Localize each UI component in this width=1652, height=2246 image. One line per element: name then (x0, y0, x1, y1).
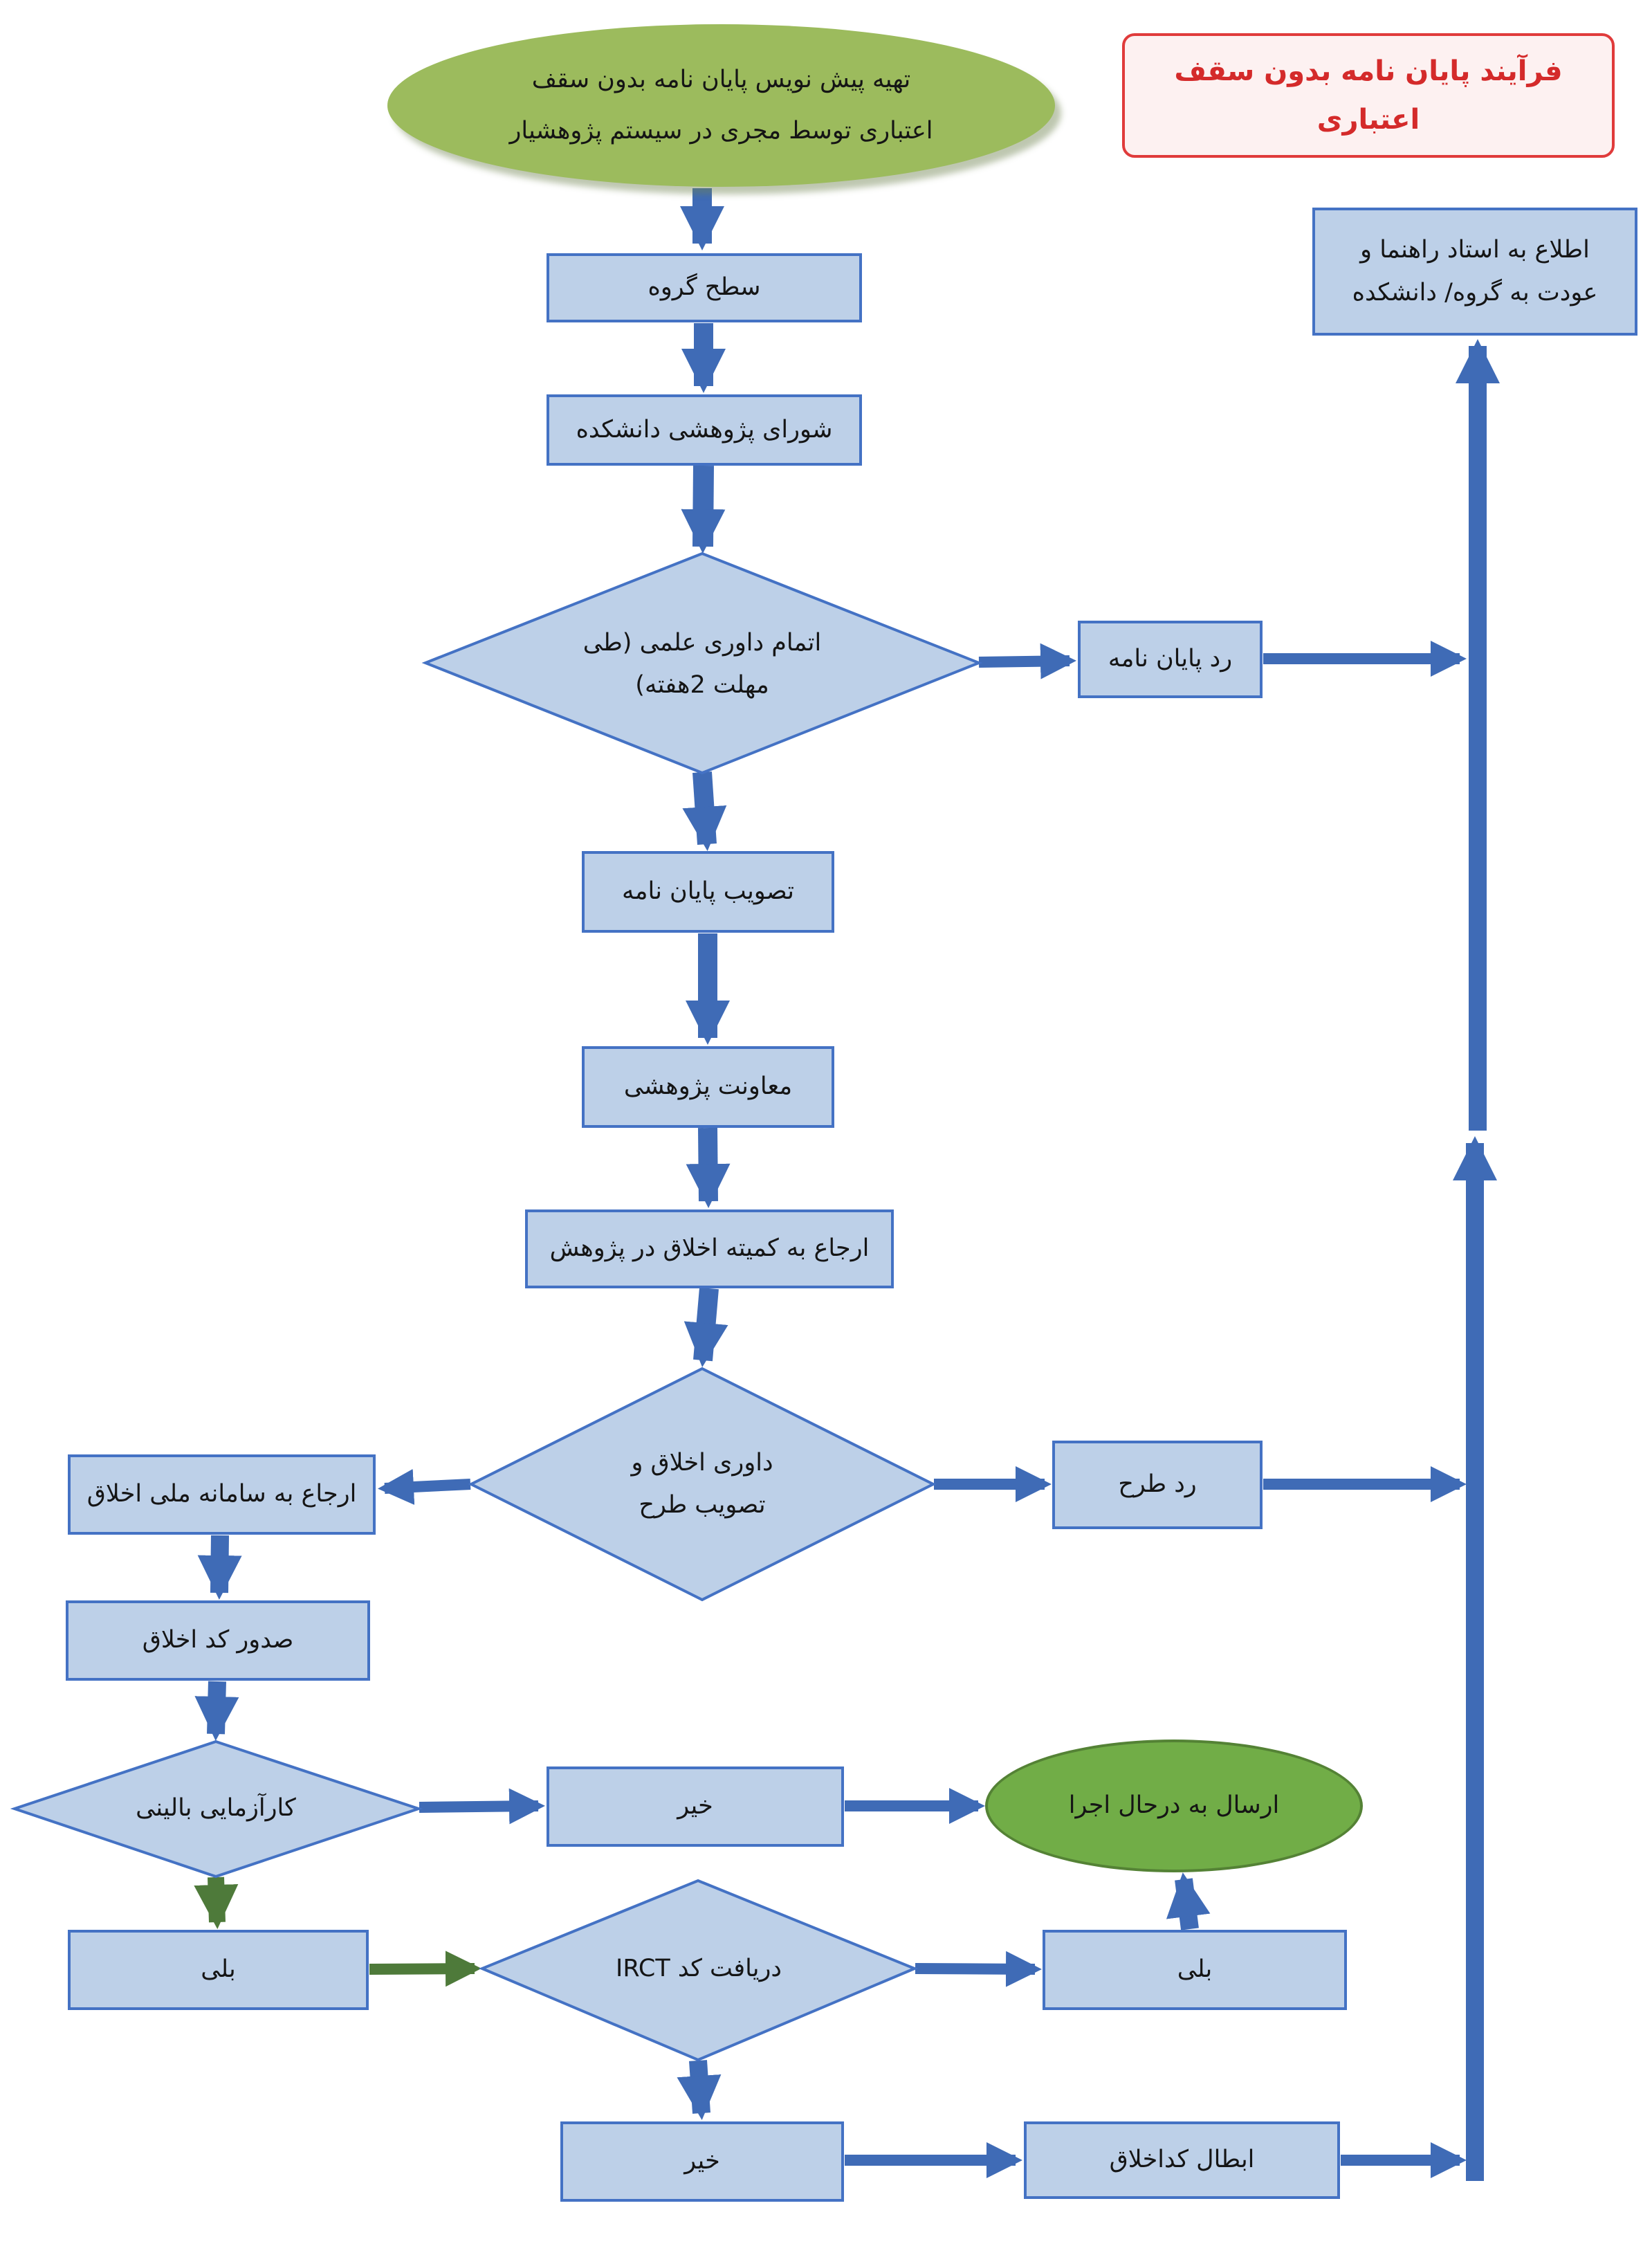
national-ethics-label: ارجاع به سامانه ملی اخلاق (86, 1480, 357, 1508)
connector-clinicaltrial-to-no (419, 1788, 545, 1825)
yes-irct-label: بلی (1177, 1955, 1213, 1984)
process-title-label: فرآیند پایان نامه بدون سقف اعتباری (1174, 55, 1563, 136)
yes-clinical-trial-box: بلی (68, 1930, 369, 2010)
connector-national-to-code (197, 1535, 242, 1600)
group-level-label: سطح گروه (648, 273, 761, 302)
research-deputy-label: معاونت پژوهشی (623, 1072, 793, 1101)
approve-thesis-label: تصویب پایان نامه (622, 877, 794, 906)
scientific-review-line1: اتمام داوری علمی (طی (582, 628, 822, 657)
scientific-review-diamond-label: اتمام داوری علمی (طی مهلت 2هفته) (529, 599, 875, 730)
group-level-box: سطح گروه (547, 253, 862, 322)
no-clinical-trial-box: خیر (547, 1766, 844, 1847)
ethics-committee-referral-box: ارجاع به کمیته اخلاق در پژوهش (525, 1209, 894, 1288)
start-line2: اعتباری توسط مجری در سیستم پژوهشیار (509, 116, 933, 145)
approve-thesis-box: تصویب پایان نامه (582, 851, 834, 933)
connector-ethicsreview-to-national (378, 1469, 471, 1505)
connector-council-to-review (681, 465, 726, 554)
national-ethics-system-box: ارجاع به سامانه ملی اخلاق (68, 1454, 376, 1535)
no-irct-label: خیر (684, 2147, 720, 2175)
clinical-trial-diamond (10, 1740, 423, 1879)
connector-irct-to-no (677, 2060, 722, 2120)
revoke-ethics-code-box: ابطال کداخلاق (1024, 2121, 1340, 2199)
faculty-council-label: شورای پژوهشی دانشکده (576, 415, 833, 444)
connector-code-to-clinicaltrial (194, 1681, 239, 1741)
ethics-committee-label: ارجاع به کمیته اخلاق در پژوهش (549, 1234, 870, 1263)
faculty-research-council-box: شورای پژوهشی دانشکده (547, 394, 862, 466)
connector-review-to-rejectthesis (978, 643, 1076, 679)
connector-yesirct-to-inprogress (1166, 1872, 1211, 1930)
connector-review-to-approve (682, 772, 727, 851)
inform-supervisor-box: اطلاع به استاد راهنما و عودت به گروه/ دا… (1312, 208, 1637, 336)
reject-plan-box: رد طرح (1052, 1441, 1263, 1529)
in-progress-label: ارسال به درحال اجرا (1068, 1791, 1280, 1820)
connector-committee-to-ethicsreview (683, 1287, 728, 1367)
reject-plan-label: رد طرح (1118, 1470, 1197, 1499)
irct-code-diamond-label: دریافت کد IRCT (526, 1944, 872, 1994)
ethics-code-label: صدور کد اخلاق (142, 1626, 294, 1654)
inform-line2: عودت به گروه/ دانشکده (1352, 278, 1598, 307)
start-ellipse: تهیه پیش نویس پایان نامه بدون سقف اعتبار… (387, 24, 1055, 187)
process-title-box: فرآیند پایان نامه بدون سقف اعتباری (1122, 33, 1615, 158)
ethics-review-diamond (468, 1367, 937, 1602)
reject-thesis-label: رد پایان نامه (1108, 645, 1233, 673)
inform-line1: اطلاع به استاد راهنما و (1360, 236, 1590, 264)
ethics-review-line1: داوری اخلاق و (631, 1448, 773, 1477)
no-irct-box: خیر (560, 2121, 844, 2202)
ethics-code-issue-box: صدور کد اخلاق (66, 1600, 370, 1681)
scientific-review-diamond (421, 551, 983, 775)
send-in-progress-ellipse: ارسال به درحال اجرا (985, 1740, 1363, 1872)
connector-clinicaltrial-to-yes (194, 1877, 239, 1929)
ethics-review-line2: تصویب طرح (639, 1491, 766, 1519)
start-line1: تهیه پیش نویس پایان نامه بدون سقف (531, 66, 911, 93)
revoke-ethics-label: ابطال کداخلاق (1109, 2146, 1255, 2174)
clinical-trial-diamond-label: کارآزمایی بالینی (62, 1784, 369, 1834)
reject-thesis-box: رد پایان نامه (1078, 621, 1263, 698)
ethics-review-diamond-label: داوری اخلاق و تصویب طرح (547, 1422, 858, 1546)
yes-irct-box: بلی (1043, 1930, 1347, 2010)
irct-label: دریافت کد IRCT (616, 1955, 782, 1983)
scientific-review-line2: مهلت 2هفته) (635, 671, 769, 699)
clinical-trial-label: کارآزمایی بالینی (136, 1794, 296, 1823)
research-deputy-box: معاونت پژوهشی (582, 1046, 834, 1128)
yes-clinical-label: بلی (201, 1955, 236, 1984)
irct-code-diamond (478, 1879, 919, 2062)
no-clinical-label: خیر (677, 1792, 713, 1820)
